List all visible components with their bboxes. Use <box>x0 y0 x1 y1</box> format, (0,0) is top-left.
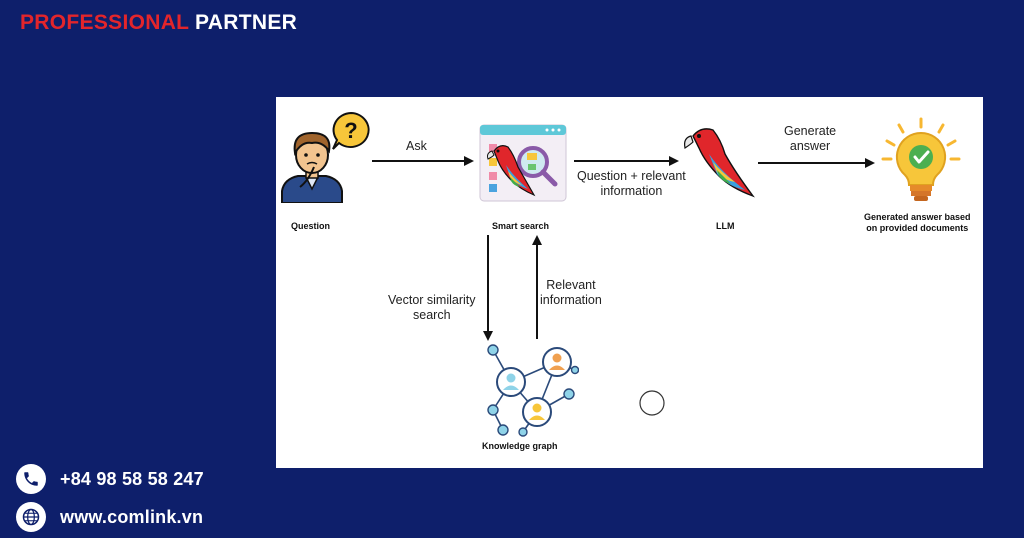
person-icon <box>281 131 343 203</box>
brand-title: PROFESSIONAL PARTNER <box>20 11 297 35</box>
label-answer-line2: on provided documents <box>866 223 969 233</box>
phone-icon-circle <box>16 464 46 494</box>
contact-website-row[interactable]: www.comlink.vn <box>16 502 203 532</box>
question-bubble-icon: ? <box>332 111 370 150</box>
network-icon <box>487 344 579 437</box>
edge-label-relevant-information: Relevant information <box>540 278 602 308</box>
edge-label-question-relevant: Question + relevant information <box>577 169 686 199</box>
cursor-circle-icon <box>639 390 665 416</box>
parrot-icon <box>487 145 536 197</box>
brand-partner: PARTNER <box>195 11 298 34</box>
edge-label-generate-line2: answer <box>789 139 831 153</box>
arrows-layer <box>372 156 875 341</box>
phone-icon <box>24 472 38 486</box>
label-knowledge-graph: Knowledge graph <box>482 441 558 451</box>
label-answer: Generated answer based on provided docum… <box>864 212 971 234</box>
lightbulb-icon <box>881 117 961 201</box>
edge-label-generate-line1: Generate <box>784 124 837 138</box>
label-llm: LLM <box>716 221 735 231</box>
edge-label-relevant-information-line2: information <box>540 293 602 307</box>
edge-label-question-relevant-line1: Question + relevant <box>577 169 686 183</box>
edge-label-relevant-information-line1: Relevant <box>546 278 596 292</box>
label-question: Question <box>291 221 331 231</box>
search-window-icon <box>479 124 567 202</box>
globe-icon-circle <box>16 502 46 532</box>
edge-label-vector-search: Vector similarity search <box>388 293 476 323</box>
brand-professional: PROFESSIONAL <box>20 11 189 34</box>
diagram-panel: ? <box>276 97 983 468</box>
globe-icon <box>22 508 40 526</box>
svg-text:?: ? <box>344 118 357 143</box>
edge-label-vector-search-line1: Vector similarity <box>388 293 476 307</box>
edge-label-question-relevant-line2: information <box>600 184 663 198</box>
label-smart-search: Smart search <box>492 221 550 231</box>
website-link[interactable]: www.comlink.vn <box>60 506 204 527</box>
parrot-icon <box>684 128 755 198</box>
phone-number[interactable]: +84 98 58 58 247 <box>60 468 204 489</box>
label-answer-line1: Generated answer based <box>864 212 971 222</box>
edge-label-generate: Generate answer <box>784 124 836 154</box>
edge-label-ask: Ask <box>406 139 427 153</box>
contact-phone-row[interactable]: +84 98 58 58 247 <box>16 464 204 494</box>
edge-label-vector-search-line2: search <box>413 308 451 322</box>
